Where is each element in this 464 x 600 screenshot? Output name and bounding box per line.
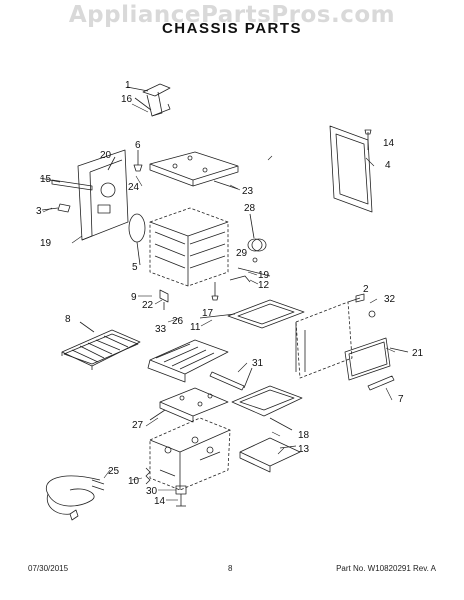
part-screws-2-32 bbox=[355, 293, 376, 318]
callout-9: 9 bbox=[131, 292, 137, 303]
callout-8: 8 bbox=[65, 314, 71, 325]
part-bracket-top bbox=[126, 83, 171, 117]
callout-15: 15 bbox=[40, 174, 52, 185]
part-screw-6 bbox=[133, 150, 143, 172]
part-igniter bbox=[209, 367, 253, 391]
callout-18: 18 bbox=[298, 430, 310, 441]
callout-22: 22 bbox=[142, 300, 154, 311]
callout-29: 29 bbox=[236, 248, 248, 259]
callout-16: 16 bbox=[121, 94, 133, 105]
callout-24: 24 bbox=[128, 182, 140, 193]
part-valve bbox=[175, 485, 187, 507]
part-screw-17 bbox=[211, 282, 219, 301]
part-burner-base bbox=[149, 417, 231, 491]
leader-lines bbox=[42, 103, 396, 501]
part-spring bbox=[145, 467, 151, 485]
callout-14b: 14 bbox=[154, 496, 166, 507]
part-door-frame bbox=[199, 299, 305, 329]
callout-19a: 19 bbox=[40, 238, 52, 249]
page-title: CHASSIS PARTS bbox=[161, 20, 303, 37]
callout-11: 11 bbox=[190, 322, 201, 333]
part-oven-cavity bbox=[149, 207, 229, 310]
part-thermostat bbox=[229, 213, 271, 283]
part-side-panel bbox=[295, 297, 361, 379]
part-top-panel bbox=[149, 151, 239, 190]
callout-28: 28 bbox=[244, 203, 256, 214]
callout-14a: 14 bbox=[383, 138, 395, 149]
callout-21: 21 bbox=[412, 348, 424, 359]
part-broiler-pan bbox=[231, 385, 303, 431]
watermark: AppliancePartsPros.com bbox=[68, 2, 396, 28]
callout-17: 17 bbox=[202, 308, 214, 319]
callout-12: 12 bbox=[258, 280, 270, 291]
part-bottom-panel bbox=[149, 387, 229, 423]
callout-5: 5 bbox=[132, 262, 138, 273]
footer-part-info: Part No. W10820291 Rev. A bbox=[336, 564, 436, 573]
callout-20: 20 bbox=[100, 150, 112, 161]
part-handle-strip bbox=[367, 375, 395, 391]
callout-13: 13 bbox=[298, 444, 310, 455]
callout-25: 25 bbox=[108, 466, 120, 477]
footer-date: 07/30/2015 bbox=[28, 564, 69, 573]
part-drawer bbox=[239, 437, 301, 473]
callout-33: 33 bbox=[155, 324, 167, 335]
part-round-gasket bbox=[128, 213, 146, 266]
callout-27: 27 bbox=[132, 420, 144, 431]
callout-19b: 19 bbox=[258, 270, 270, 281]
part-power-cord bbox=[45, 475, 105, 521]
callout-30: 30 bbox=[146, 486, 158, 497]
callout-3: 3 bbox=[36, 206, 42, 217]
callout-23: 23 bbox=[242, 186, 254, 197]
callout-2: 2 bbox=[363, 284, 369, 295]
callout-26: 26 bbox=[172, 316, 184, 327]
part-door-glass bbox=[344, 337, 409, 381]
callout-32: 32 bbox=[384, 294, 396, 305]
part-oven-rack bbox=[61, 321, 141, 370]
callout-labels: 1 16 6 20 15 24 3 19 5 23 28 29 19 17 12… bbox=[36, 80, 424, 507]
callout-6: 6 bbox=[135, 140, 141, 151]
part-window-frame bbox=[329, 125, 373, 213]
callout-1: 1 bbox=[125, 80, 131, 91]
callout-10: 10 bbox=[128, 476, 140, 487]
callout-31: 31 bbox=[252, 358, 264, 369]
part-rear-panel bbox=[39, 149, 129, 241]
callout-4: 4 bbox=[385, 160, 391, 171]
footer-page-number: 8 bbox=[228, 564, 233, 573]
callout-7: 7 bbox=[398, 394, 404, 405]
part-flame-spreader bbox=[147, 339, 229, 383]
